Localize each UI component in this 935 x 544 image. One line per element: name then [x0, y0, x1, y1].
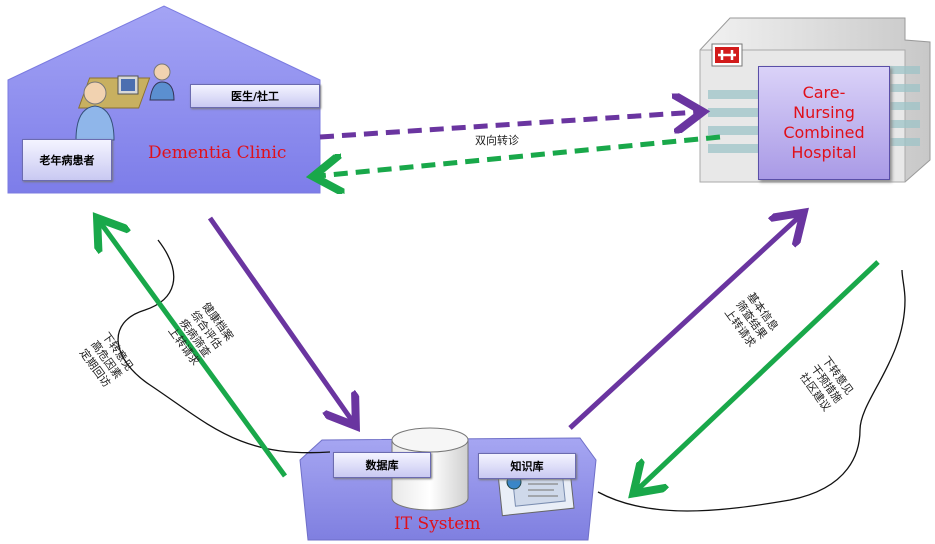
bidirectional-referral-label: 双向转诊	[475, 134, 519, 147]
doctor-social-worker-label: 医生/社工	[190, 84, 320, 108]
left-feedback-curve	[117, 239, 331, 454]
knowledge-base-label: 知识库	[478, 453, 576, 479]
right-feedback-curve	[597, 269, 906, 512]
hospital-label: Care- Nursing Combined Hospital	[758, 66, 890, 180]
patient-icon	[75, 81, 115, 141]
hospital-to-it-arrow	[637, 260, 880, 490]
hospital-to-clinic-arrow	[318, 134, 721, 176]
it-to-hospital-arrow	[568, 216, 800, 430]
clinic-to-hospital-arrow	[319, 112, 698, 140]
clinic-to-it-arrow	[207, 216, 353, 422]
elderly-patient-label: 老年病患者	[22, 139, 112, 181]
it-system-title: IT System	[394, 514, 481, 534]
database-label: 数据库	[333, 452, 431, 478]
clinic-title: Dementia Clinic	[148, 143, 287, 163]
it-to-clinic-arrow	[100, 222, 288, 478]
